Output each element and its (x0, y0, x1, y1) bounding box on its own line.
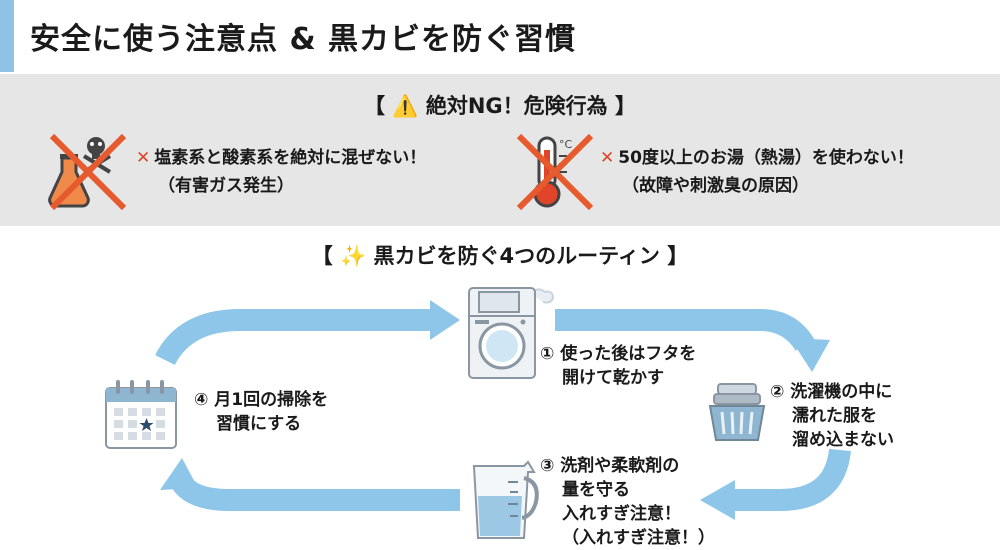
step-4: ④ 月1回の掃除を 習慣にする (194, 390, 329, 434)
step-2: ② 洗濯機の中に 濡れた服を 溜め込まない (770, 382, 894, 450)
svg-text:°C: °C (559, 138, 573, 151)
laundry-basket-icon (708, 383, 766, 441)
step-3: ③ 洗剤や柔軟剤の 量を守る 入れすぎ注意！ （入れすぎ注意！） (540, 456, 715, 548)
arrowhead-right (790, 338, 830, 372)
arrow-bottom-left (170, 474, 460, 511)
header: 安全に使う注意点 & 黒カビを防ぐ習慣 (0, 0, 1000, 72)
calendar-icon (105, 380, 177, 449)
step-1: ① 使った後はフタを 開けて乾かす (540, 344, 697, 388)
arrowhead-bottom (700, 480, 735, 520)
thermometer-icon: °C (516, 133, 594, 211)
ng-item-hot-water: ✕50度以上のお湯（熱湯）を使わない！ （故障や刺激臭の原因） (600, 148, 914, 196)
ng-item-mixing: ✕塩素系と酸素系を絶対に混ぜない！ （有害ガス発生） (136, 148, 427, 196)
arrow-bottom-right (730, 448, 851, 511)
ng-heading: 【 ⚠️ 絶対NG！危険行為 】 (364, 94, 636, 118)
x-mark-icon: ✕ (600, 148, 615, 168)
arrowhead-left (160, 458, 198, 490)
x-mark-icon: ✕ (136, 148, 151, 168)
arrowhead-top (430, 300, 460, 340)
measuring-cup-icon (472, 460, 539, 539)
page-title: 安全に使う注意点 & 黒カビを防ぐ習慣 (30, 22, 577, 57)
washing-machine-icon (468, 287, 555, 379)
ng-panel: 【 ⚠️ 絶対NG！危険行為 】 ✕塩素系と酸素系を絶対に混ぜない！ （有害ガス… (0, 74, 1000, 226)
header-accent-bar (0, 0, 14, 72)
chemical-mix-icon (48, 133, 127, 211)
arrow-top-left (155, 309, 435, 366)
routine-heading: 【 ✨ 黒カビを防ぐ4つのルーティン 】 (311, 244, 689, 268)
